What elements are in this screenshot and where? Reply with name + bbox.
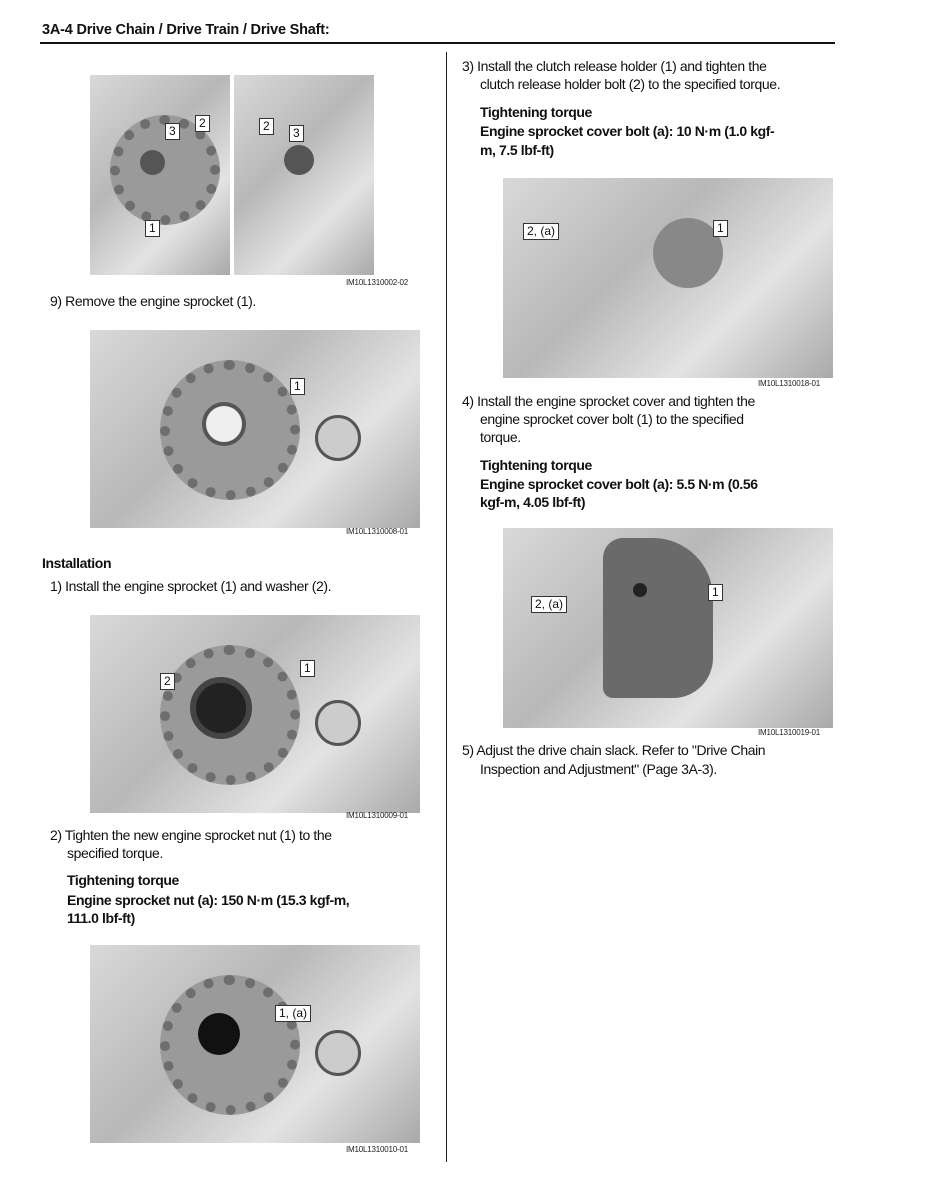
callout-label: 1 [713, 220, 728, 237]
step-3-line2: clutch release holder bolt (2) to the sp… [480, 76, 781, 92]
step-2-line2: specified torque. [67, 845, 163, 861]
torque-heading: Tightening torque [480, 457, 592, 473]
callout-label: 1 [708, 584, 723, 601]
figure-2-photo: 1 [90, 330, 420, 528]
callout-label: 2 [195, 115, 210, 132]
torque-spec-line2: 111.0 lbf-ft) [67, 910, 135, 926]
section-heading-installation: Installation [42, 555, 112, 571]
figure-6-photo: 2, (a) 1 [503, 528, 833, 728]
figure-caption: IM10L1310009-01 [346, 811, 408, 820]
callout-label: 1, (a) [275, 1005, 312, 1022]
step-1: 1) Install the engine sprocket (1) and w… [50, 578, 332, 594]
torque-spec-line1: Engine sprocket cover bolt (a): 5.5 N·m … [480, 476, 758, 492]
callout-label: 2, (a) [523, 223, 560, 240]
column-divider [446, 52, 447, 1162]
figure-caption: IM10L1310002-02 [346, 278, 408, 287]
figure-3-photo: 2 1 [90, 615, 420, 813]
step-5-line1: 5) Adjust the drive chain slack. Refer t… [462, 742, 766, 758]
callout-label: 1 [300, 660, 315, 677]
page-header: 3A-4 Drive Chain / Drive Train / Drive S… [42, 22, 330, 38]
figure-caption: IM10L1310008-01 [346, 527, 408, 536]
torque-heading: Tightening torque [480, 104, 592, 120]
callout-label: 2 [160, 673, 175, 690]
callout-label: 2, (a) [531, 596, 568, 613]
figure-1a-photo: 3 2 1 [90, 75, 230, 275]
callout-label: 2 [259, 118, 274, 135]
figure-caption: IM10L1310010-01 [346, 1145, 408, 1154]
torque-spec-line2: kgf-m, 4.05 lbf-ft) [480, 494, 586, 510]
callout-label: 1 [290, 378, 305, 395]
figure-caption: IM10L1310018-01 [758, 379, 820, 388]
step-4-line2: engine sprocket cover bolt (1) to the sp… [480, 411, 744, 427]
torque-spec-line1: Engine sprocket cover bolt (a): 10 N·m (… [480, 123, 775, 139]
callout-label: 1 [145, 220, 160, 237]
torque-heading: Tightening torque [67, 872, 179, 888]
torque-spec-line2: m, 7.5 lbf-ft) [480, 142, 554, 158]
figure-4-photo: 1, (a) [90, 945, 420, 1143]
step-4-line1: 4) Install the engine sprocket cover and… [462, 393, 755, 409]
step-2-line1: 2) Tighten the new engine sprocket nut (… [50, 827, 332, 843]
step-9: 9) Remove the engine sprocket (1). [50, 293, 256, 309]
callout-label: 3 [165, 123, 180, 140]
figure-caption: IM10L1310019-01 [758, 728, 820, 737]
step-4-line3: torque. [480, 429, 521, 445]
step-5-line2: Inspection and Adjustment" (Page 3A-3). [480, 761, 717, 777]
step-3-line1: 3) Install the clutch release holder (1)… [462, 58, 767, 74]
header-rule [40, 42, 835, 44]
figure-1b-photo: 2 3 [234, 75, 374, 275]
figure-5-photo: 2, (a) 1 [503, 178, 833, 378]
callout-label: 3 [289, 125, 304, 142]
torque-spec-line1: Engine sprocket nut (a): 150 N·m (15.3 k… [67, 892, 350, 908]
